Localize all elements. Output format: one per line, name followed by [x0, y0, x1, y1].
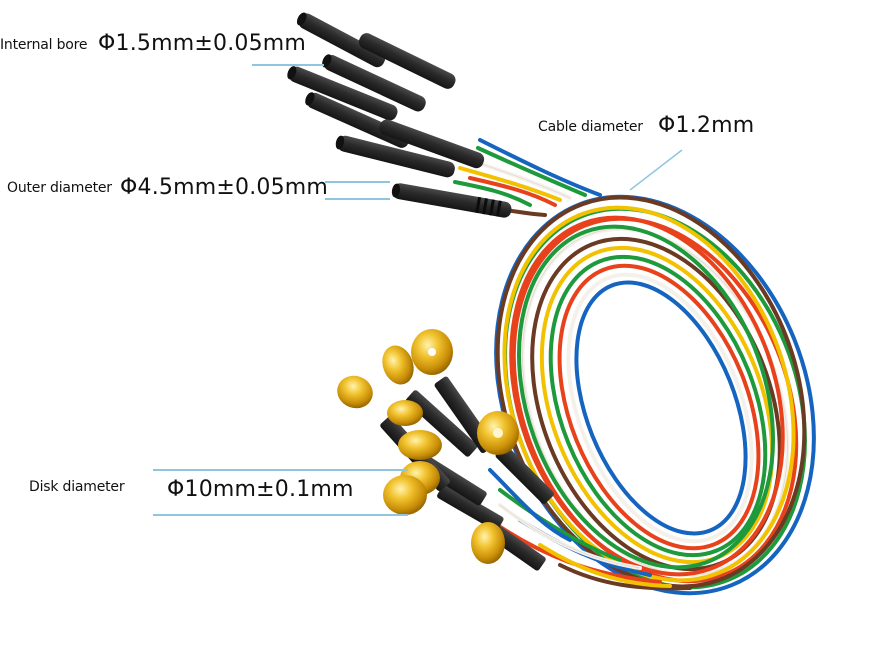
cable-diameter-value: Φ1.2mm [658, 113, 755, 138]
outer-diameter-label: Outer diameter [7, 180, 112, 196]
wires-to-pins [453, 138, 602, 217]
outer-diameter-leader-bottom [325, 198, 390, 200]
touchproof-connectors [287, 12, 512, 218]
disk-diameter-leader-bottom [153, 514, 408, 516]
disk-diameter-value: Φ10mm±0.1mm [167, 477, 354, 502]
disk-diameter-label: Disk diameter [29, 479, 125, 495]
internal-bore-value: Φ1.5mm±0.05mm [98, 31, 307, 56]
outer-diameter-leader-top [325, 181, 390, 183]
cable-diameter-label: Cable diameter [538, 119, 643, 135]
disk-diameter-leader-top [153, 469, 408, 471]
internal-bore-leader [252, 64, 324, 66]
outer-diameter-value: Φ4.5mm±0.05mm [120, 175, 329, 200]
wire-coil [494, 194, 816, 596]
internal-bore-label: Internal bore [0, 37, 88, 53]
gold-cup-electrodes [337, 329, 554, 571]
